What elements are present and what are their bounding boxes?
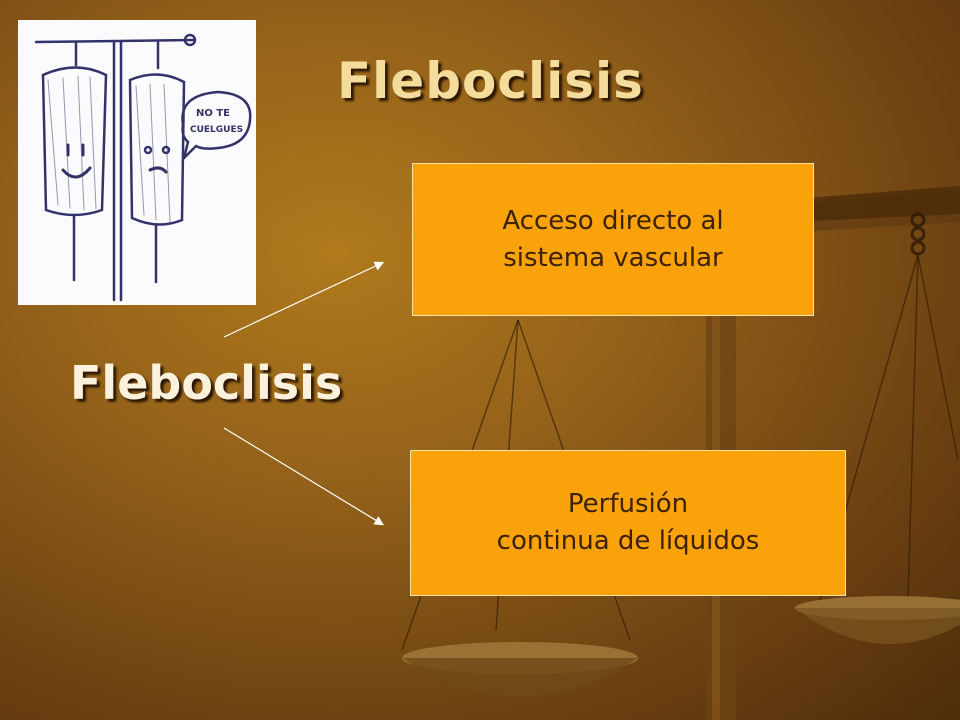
definition-box-perfusion: Perfusión continua de líquidos	[410, 450, 846, 596]
bubble-text-2: CUELGUES	[190, 125, 243, 135]
definition-box-access: Acceso directo al sistema vascular	[412, 163, 814, 316]
main-term: Fleboclisis	[70, 356, 343, 410]
bubble-text-1: NO TE	[196, 108, 230, 119]
iv-bags-cartoon-image: NO TE CUELGUES	[18, 20, 256, 305]
slide-title: Fleboclisis	[337, 52, 644, 110]
